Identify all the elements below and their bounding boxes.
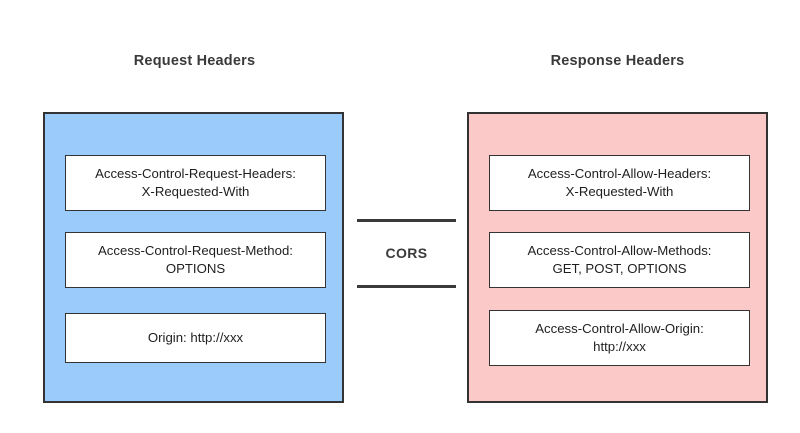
header-value-line: OPTIONS: [165, 261, 226, 276]
header-name-line: Access-Control-Allow-Methods:: [527, 243, 712, 259]
cors-connector-line-bottom: [357, 285, 456, 288]
cors-connector: CORS: [357, 219, 456, 291]
header-name-line: Access-Control-Allow-Headers:: [527, 166, 712, 182]
header-value-line: http://xxx: [593, 339, 646, 354]
header-box-access-control-request-headers: Access-Control-Request-Headers: X-Reques…: [65, 155, 326, 211]
header-name-line: Access-Control-Request-Method:: [98, 243, 293, 259]
header-box-access-control-allow-methods: Access-Control-Allow-Methods: GET, POST,…: [489, 232, 750, 288]
header-box-access-control-request-method: Access-Control-Request-Method: OPTIONS: [65, 232, 326, 288]
header-name-line: Origin: http://xxx: [147, 330, 244, 346]
cors-connector-line-top: [357, 219, 456, 222]
cors-label: CORS: [385, 245, 428, 261]
response-headers-panel: Access-Control-Allow-Headers: X-Requeste…: [467, 112, 768, 403]
request-headers-panel: Access-Control-Request-Headers: X-Reques…: [43, 112, 344, 403]
header-name-line: Access-Control-Allow-Origin:: [535, 321, 704, 337]
header-value-line: X-Requested-With: [141, 184, 250, 199]
header-value-line: X-Requested-With: [565, 184, 674, 199]
header-box-access-control-allow-origin: Access-Control-Allow-Origin: http://xxx: [489, 310, 750, 366]
header-name-line: Access-Control-Request-Headers:: [95, 166, 296, 182]
header-box-access-control-allow-headers: Access-Control-Allow-Headers: X-Requeste…: [489, 155, 750, 211]
request-headers-title: Request Headers: [133, 53, 256, 69]
response-headers-title: Response Headers: [550, 53, 685, 69]
header-box-origin: Origin: http://xxx: [65, 313, 326, 363]
header-value-line: GET, POST, OPTIONS: [552, 261, 687, 276]
